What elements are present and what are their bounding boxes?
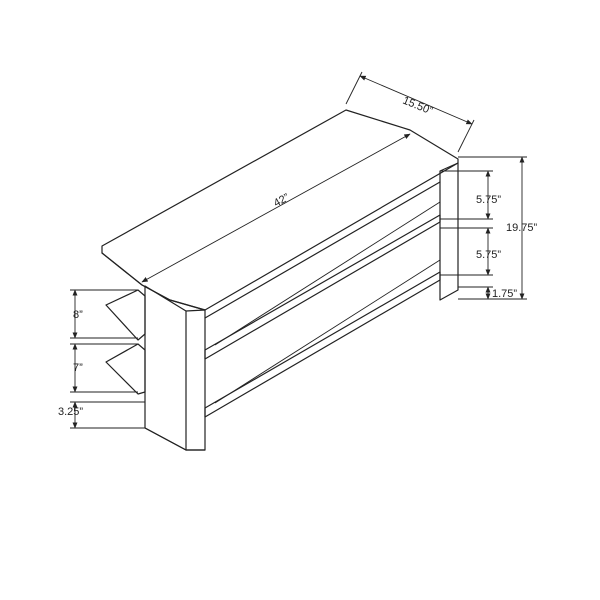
side-middle-gap-label: 7” [73,362,83,374]
middle-shelf-back [214,259,441,404]
upper-gap-label: 5.75” [476,194,501,206]
left-lower-corner-shelf [105,343,146,395]
middle-gap-label: 5.75” [476,249,501,261]
top-front-edge [101,252,206,311]
left-height-dimensions: 8” 7” 3.25” [58,289,145,429]
depth-dimension: 15.50” [345,71,475,153]
width-label: 42” [272,191,292,209]
width-dimension: 42” [141,133,411,283]
leg-bottom [144,427,206,451]
top-surface [101,109,459,311]
left-upper-corner-shelf [105,289,146,341]
side-bottom-clearance-label: 3.25” [58,406,83,418]
right-height-dimensions: 5.75” 5.75” 1.75” 19.75” [440,156,538,300]
bottom-clearance-label: 1.75” [492,288,517,300]
upper-shelf [204,214,441,360]
middle-shelf [204,271,441,418]
center-panel [204,181,441,319]
right-end-panel [439,162,459,301]
total-height-label: 19.75” [506,222,538,234]
front-left-leg [144,285,187,451]
front-left-leg-side [185,309,206,451]
side-upper-gap-label: 8” [73,309,83,321]
tv-stand-drawing [101,109,459,451]
depth-label: 15.50” [401,95,435,118]
